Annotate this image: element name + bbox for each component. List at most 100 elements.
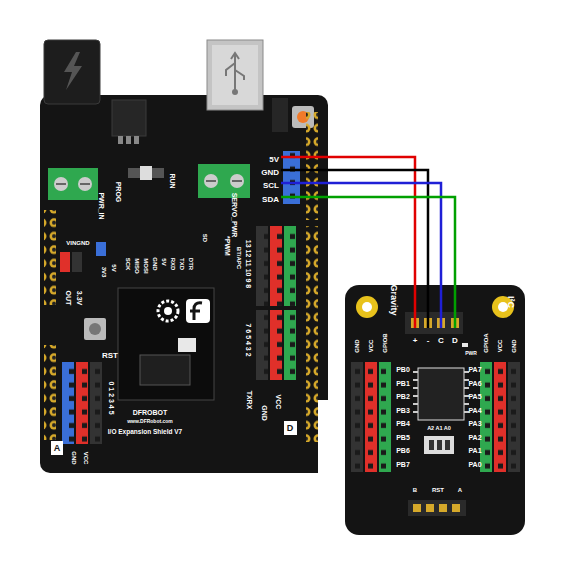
gpio-headers [365, 362, 377, 472]
reset-button [272, 98, 288, 132]
pin-label: A2 A1 A0 [427, 426, 451, 432]
pin-label: www.DFRobot.com [127, 419, 173, 424]
voltage-regulator [126, 136, 131, 144]
prog-switch [140, 166, 152, 180]
pin-label: GND [71, 451, 77, 464]
gpio-module: Gravity+-CD [345, 285, 525, 535]
usb-connector [207, 40, 263, 110]
dc-jack [44, 40, 100, 104]
usb-connector [207, 40, 263, 110]
expander-chip [413, 372, 469, 412]
pin-label: - [425, 328, 432, 348]
address-switch [452, 504, 460, 512]
pin-label: PB4 [396, 420, 410, 427]
pin-label: GPIOA [483, 333, 489, 352]
analog-header [51, 362, 297, 455]
digital-header [284, 310, 296, 380]
pin-label: SCK [125, 258, 131, 271]
gpio-headers [351, 362, 363, 472]
pin-name: SDA [262, 195, 279, 204]
pin-label: PB7 [396, 461, 410, 468]
pin-label: MOSI [143, 258, 149, 273]
gpio-headers [365, 362, 377, 472]
expander-chip [413, 343, 469, 420]
voltage-regulator [112, 100, 146, 144]
wire [281, 183, 441, 328]
pin-label: A [458, 487, 462, 493]
pin-label: PA7 [468, 366, 481, 373]
board-name: Gravity [389, 284, 398, 315]
gpio-headers [508, 362, 520, 472]
address-switch [408, 500, 466, 516]
pin-name: GND [261, 168, 279, 177]
address-switch [429, 440, 434, 450]
shield-board [318, 400, 328, 473]
usb-connector [232, 89, 238, 95]
pin-label: 13 12 11 10 9 8 [245, 240, 252, 288]
analog-header [76, 362, 88, 444]
pin-name: SCL [263, 181, 279, 190]
power-header [72, 252, 82, 272]
pin-label: PB5 [396, 434, 410, 441]
pin-label: RXD [170, 258, 176, 271]
usb-connector [226, 53, 244, 90]
pin-label: GND [152, 257, 158, 270]
analog-header [90, 362, 102, 444]
pin-label: OUT [65, 291, 72, 306]
pin-label: GND [259, 160, 281, 180]
module-socket [140, 355, 190, 385]
pin-label: SDA [260, 187, 281, 207]
pin-label: D [287, 424, 294, 433]
dc-jack [64, 52, 82, 90]
pin-label: PA0 [468, 461, 481, 468]
gpio-headers [379, 362, 391, 472]
terminal-block [48, 164, 250, 200]
usb-connector [212, 45, 258, 105]
module-socket [118, 288, 214, 400]
pin-name: + [413, 336, 418, 345]
pin-label: GPIOB [382, 333, 388, 352]
pin-label: I²C [506, 296, 515, 308]
voltage-regulator [118, 136, 123, 144]
pin-label: RST [432, 487, 444, 493]
gpio-module-board [356, 296, 378, 318]
reset-switch [84, 318, 106, 340]
pin-label: GND [261, 405, 268, 421]
power-header [96, 242, 106, 256]
pin-label: C [436, 328, 446, 348]
address-switch [445, 440, 450, 450]
terminal-block [48, 168, 98, 200]
pin-label: PWR [465, 351, 477, 356]
shield-board [40, 95, 328, 473]
module-socket [164, 307, 172, 315]
module-socket [190, 303, 202, 320]
gpio-headers [494, 362, 506, 472]
pin-label: + [411, 328, 420, 348]
pin-label: PA2 [468, 434, 481, 441]
gpio-module-board [492, 296, 514, 318]
analog-header [51, 441, 63, 455]
board-name: I/O Expansion Shield V7 [108, 429, 182, 436]
pin-label: PA5 [468, 393, 481, 400]
pin-label: VCC [275, 395, 282, 410]
wire [281, 197, 455, 328]
address-switch [439, 504, 447, 512]
gpio-headers [379, 362, 391, 472]
module-socket [118, 288, 214, 400]
reset-switch [89, 323, 101, 335]
module-socket [158, 301, 178, 321]
pin-label: PB0 [396, 366, 410, 373]
pin-name: C [438, 336, 444, 345]
gpio-module-board [345, 285, 525, 535]
pin-label: DFROBOT [133, 409, 168, 416]
pad-rows [44, 210, 56, 305]
pin-label: A [54, 444, 61, 453]
module-socket [178, 338, 196, 352]
address-switch [413, 504, 421, 512]
pin-label: PA4 [468, 407, 481, 414]
pin-label: SD [202, 234, 208, 242]
pin-label: GND [354, 339, 360, 352]
pin-label: 3V3 [101, 267, 107, 278]
gpio-headers [480, 362, 492, 472]
